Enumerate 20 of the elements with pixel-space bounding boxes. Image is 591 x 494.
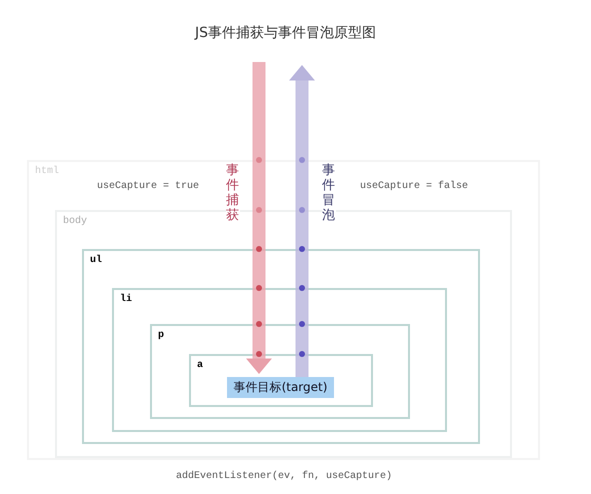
element-box	[82, 249, 480, 444]
code-text: useCapture = true	[97, 181, 200, 192]
element-box	[112, 288, 447, 432]
element-tag: body	[63, 216, 88, 227]
arrow	[246, 62, 272, 374]
element-tag: li	[120, 294, 132, 305]
element-box	[27, 160, 540, 460]
element-box	[150, 324, 410, 419]
edge-label: 事件捕获	[226, 163, 240, 223]
target-box: 事件目标(target)	[227, 377, 334, 398]
code-text: useCapture = false	[360, 181, 468, 192]
element-tag: ul	[90, 255, 102, 266]
arrow	[289, 65, 315, 377]
edge-label: 事件冒泡	[322, 163, 336, 223]
diagram-title: JS事件捕获与事件冒泡原型图	[195, 24, 376, 42]
element-box	[55, 210, 512, 458]
element-tag: a	[197, 360, 204, 371]
element-box	[189, 354, 373, 407]
code-text: addEventListener(ev, fn, useCapture)	[176, 471, 392, 482]
element-tag: p	[158, 330, 164, 341]
